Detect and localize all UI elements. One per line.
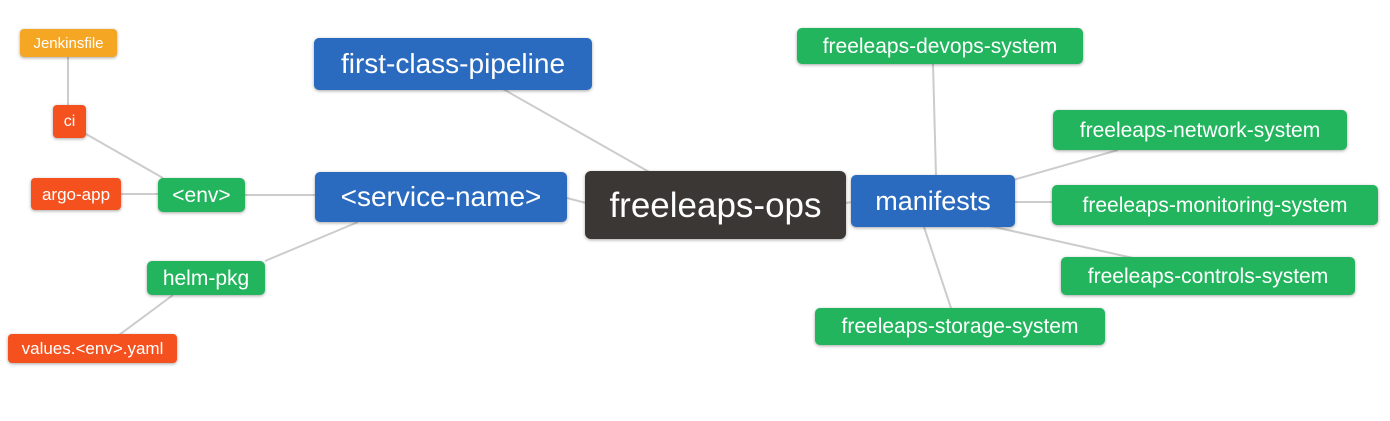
- edge-manifests-network: [1012, 149, 1119, 181]
- node-freeleaps-devops-system[interactable]: freeleaps-devops-system: [797, 28, 1083, 64]
- edge-service-name-helm-pkg: [264, 221, 359, 262]
- node-env[interactable]: <env>: [158, 178, 245, 212]
- edge-ci-env: [85, 133, 164, 179]
- edge-manifests-controls: [989, 225, 1134, 259]
- edge-manifests-storage: [923, 226, 952, 309]
- node-ci[interactable]: ci: [53, 105, 86, 138]
- node-values-env-yaml[interactable]: values.<env>.yaml: [8, 334, 177, 363]
- node-helm-pkg[interactable]: helm-pkg: [147, 261, 265, 295]
- edge-manifests-devops: [932, 63, 937, 177]
- node-freeleaps-network-system[interactable]: freeleaps-network-system: [1053, 110, 1347, 150]
- node-freeleaps-ops-root[interactable]: freeleaps-ops: [585, 171, 846, 239]
- node-freeleaps-controls-system[interactable]: freeleaps-controls-system: [1061, 257, 1355, 295]
- node-argo-app[interactable]: argo-app: [31, 178, 121, 210]
- node-first-class-pipeline[interactable]: first-class-pipeline: [314, 38, 592, 90]
- edge-service-name-freeleaps-ops: [566, 197, 587, 204]
- node-service-name[interactable]: <service-name>: [315, 172, 567, 222]
- node-freeleaps-monitoring-system[interactable]: freeleaps-monitoring-system: [1052, 185, 1378, 225]
- node-manifests[interactable]: manifests: [851, 175, 1015, 227]
- node-freeleaps-storage-system[interactable]: freeleaps-storage-system: [815, 308, 1105, 345]
- node-jenkinsfile[interactable]: Jenkinsfile: [20, 29, 117, 57]
- edge-helm-pkg-values: [118, 294, 174, 336]
- edge-first-class-pipeline-freeleaps-ops: [502, 88, 652, 174]
